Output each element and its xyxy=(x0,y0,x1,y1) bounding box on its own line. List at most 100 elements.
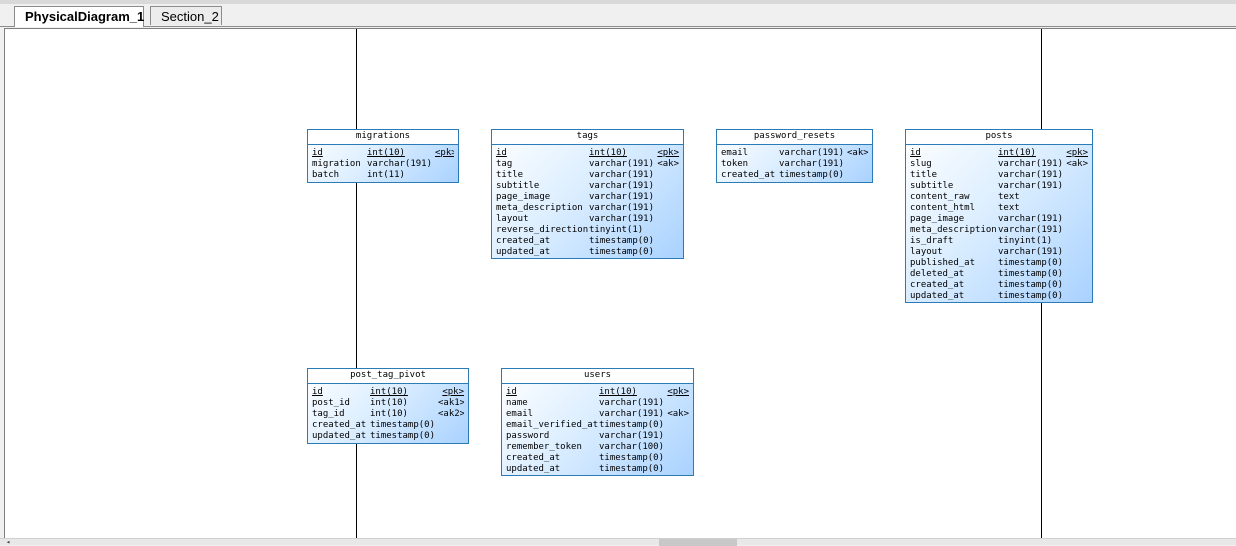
column-type: text xyxy=(998,192,1020,202)
tab-bar: PhysicalDiagram_1 Section_2 xyxy=(0,4,1236,27)
entity-column-row[interactable]: created_at timestamp(0) xyxy=(496,236,679,247)
column-key: <ak> xyxy=(1066,159,1088,169)
column-key xyxy=(667,442,689,453)
column-name: id xyxy=(312,148,323,158)
column-name: content_raw xyxy=(910,192,970,202)
column-type: varchar(191) xyxy=(779,148,845,158)
column-key xyxy=(657,170,679,181)
column-name: layout xyxy=(910,247,943,257)
column-name: created_at xyxy=(721,170,776,180)
column-name: token xyxy=(721,159,749,169)
column-name: id xyxy=(312,387,323,397)
column-type: timestamp(0) xyxy=(589,236,655,246)
column-type: timestamp(0) xyxy=(370,420,436,430)
column-type: varchar(191) xyxy=(589,181,655,191)
column-key xyxy=(435,170,454,181)
column-name: id xyxy=(910,148,921,158)
column-type: int(10) xyxy=(589,148,627,158)
column-key xyxy=(1066,247,1088,258)
horizontal-scrollbar[interactable]: ◂ xyxy=(0,538,1236,546)
column-key xyxy=(667,398,689,409)
column-key xyxy=(1066,269,1088,280)
tab-physical-diagram-1[interactable]: PhysicalDiagram_1 xyxy=(14,6,144,27)
column-key xyxy=(438,420,464,431)
column-name: is_draft xyxy=(910,236,954,246)
tab-section-2[interactable]: Section_2 xyxy=(150,6,222,25)
column-name: email_verified_at xyxy=(506,420,599,430)
column-key xyxy=(847,170,868,181)
column-key xyxy=(667,420,689,431)
column-type: timestamp(0) xyxy=(370,431,436,441)
column-key: <ak> xyxy=(657,159,679,169)
entity-title: tags xyxy=(492,130,683,145)
column-key: <ak> xyxy=(847,148,868,158)
column-name: meta_description xyxy=(496,203,583,213)
column-name: created_at xyxy=(496,236,551,246)
column-name: id xyxy=(506,387,517,397)
column-name: deleted_at xyxy=(910,269,965,279)
entity-column-row[interactable]: layout varchar(191) xyxy=(910,247,1088,258)
column-type: varchar(191) xyxy=(589,170,655,180)
entity-title: password_resets xyxy=(717,130,872,145)
scroll-left-arrow-icon[interactable]: ◂ xyxy=(6,538,11,546)
entity-title: post_tag_pivot xyxy=(308,369,468,384)
entity-column-row[interactable]: content_raw text xyxy=(910,192,1088,203)
scrollbar-thumb[interactable] xyxy=(659,539,737,546)
column-key xyxy=(1066,236,1088,247)
column-key xyxy=(1066,203,1088,214)
column-name: batch xyxy=(312,170,340,180)
column-type: timestamp(0) xyxy=(599,420,665,430)
column-type: timestamp(0) xyxy=(599,453,665,463)
column-type: varchar(191) xyxy=(998,247,1064,257)
